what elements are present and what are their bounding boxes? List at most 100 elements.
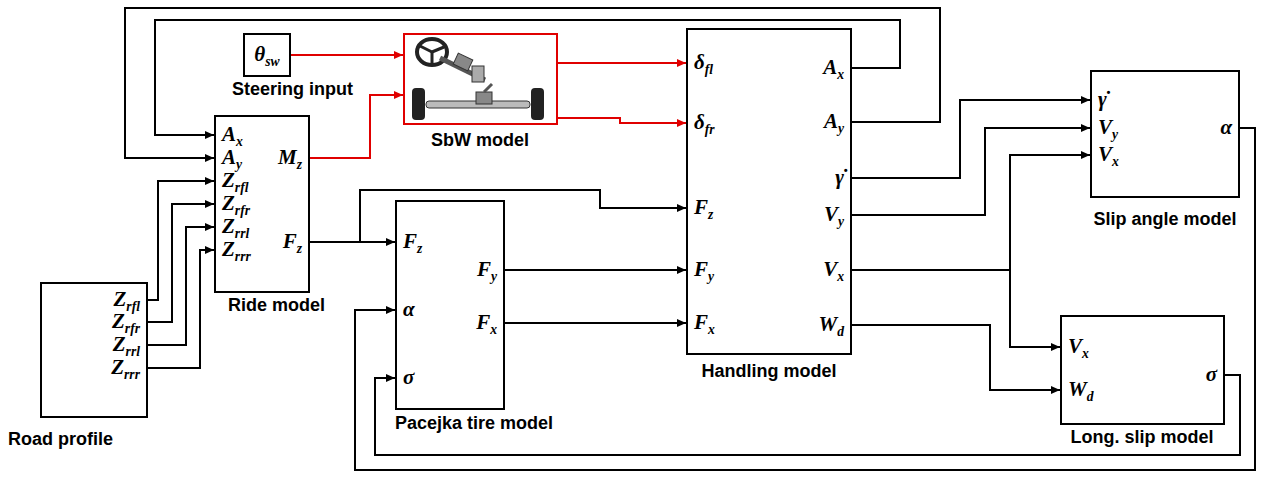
signal-name: δfr [694, 111, 715, 134]
signal-name: Fz [403, 230, 422, 253]
block-title: Steering input [232, 80, 353, 100]
symbol-subscript: d [837, 324, 844, 339]
symbol-base: A [222, 122, 236, 146]
symbol-base: σ [403, 365, 414, 389]
signal-name: Ay [222, 146, 242, 169]
symbol-base: Z [222, 168, 235, 192]
symbol-base: Z [222, 191, 235, 215]
model-block: γ̇VyVxαSlip angle model [1090, 70, 1240, 198]
signal-name: Wd [818, 313, 844, 336]
signal-connector [125, 8, 940, 158]
block-title: Handling model [702, 362, 837, 382]
signal-connector [148, 204, 214, 322]
signal-connector [852, 155, 1090, 270]
symbol-subscript: rrl [126, 344, 140, 359]
signal-connector [852, 270, 1060, 347]
symbol-base: γ̇ [835, 165, 844, 189]
symbol-subscript: x [1082, 346, 1089, 361]
symbol-subscript: x [837, 67, 844, 82]
signal-name: Zrfr [222, 192, 250, 215]
steering-column [440, 53, 485, 82]
model-block: VxWdσLong. slip model [1060, 315, 1225, 425]
symbol-subscript: y [491, 269, 497, 284]
model-block: θswSteering input [243, 33, 291, 77]
symbol-base: Z [222, 214, 235, 238]
signal-name: Vy [824, 203, 844, 226]
symbol-base: F [694, 310, 708, 334]
signal-name: Fx [694, 311, 715, 334]
symbol-subscript: z [297, 157, 302, 172]
symbol-subscript: z [417, 241, 422, 256]
symbol-base: σ [1206, 362, 1217, 386]
signal-name: Zrrr [111, 356, 140, 379]
symbol-base: F [694, 195, 708, 219]
symbol-base: F [403, 229, 417, 253]
signal-name: Zrrl [222, 215, 249, 238]
signal-name: Vx [1068, 335, 1089, 358]
signal-name: Vx [823, 258, 844, 281]
symbol-base: A [222, 145, 236, 169]
signal-name: Fy [477, 258, 497, 281]
symbol-subscript: rfr [125, 321, 140, 336]
signal-connector [852, 325, 1060, 390]
symbol-subscript: y [708, 269, 714, 284]
symbol-base: Z [222, 237, 235, 261]
signal-name: Mz [278, 146, 302, 169]
rack-and-wheels [412, 84, 544, 120]
signal-name: θsw [254, 43, 279, 66]
symbol-base: F [477, 257, 491, 281]
symbol-subscript: y [838, 214, 844, 229]
signal-name: Fz [283, 230, 302, 253]
signal-connector [310, 95, 403, 158]
signal-connector [852, 100, 1090, 178]
symbol-base: Z [114, 287, 127, 311]
symbol-subscript: x [1112, 154, 1119, 169]
symbol-base: F [476, 310, 490, 334]
symbol-subscript: x [490, 322, 497, 337]
signal-connector [148, 227, 214, 345]
symbol-base: A [823, 55, 837, 79]
symbol-base: M [278, 145, 297, 169]
symbol-subscript: rfr [235, 203, 250, 218]
symbol-subscript: x [236, 134, 243, 149]
symbol-base: γ̇ [1098, 87, 1107, 111]
symbol-base: Z [113, 332, 126, 356]
signal-name: γ̇ [835, 166, 844, 189]
block-title: Road profile [8, 430, 113, 450]
symbol-base: W [1068, 377, 1087, 401]
signal-name: γ̇ [1098, 88, 1107, 111]
signal-connector [148, 181, 214, 300]
symbol-subscript: x [708, 322, 715, 337]
signal-name: Wd [1068, 378, 1094, 401]
symbol-subscript: y [1112, 127, 1118, 142]
signal-name: Fy [694, 258, 714, 281]
signal-connector [310, 190, 686, 242]
symbol-base: W [818, 312, 837, 336]
symbol-subscript: rfl [126, 299, 140, 314]
signal-name: Ay [824, 110, 844, 133]
signal-name: α [1220, 116, 1232, 139]
symbol-subscript: z [708, 207, 713, 222]
signal-name: δfl [694, 51, 713, 74]
symbol-base: V [1068, 334, 1082, 358]
signal-connector [558, 118, 686, 123]
symbol-subscript: y [236, 157, 242, 172]
symbol-subscript: rrr [235, 249, 251, 264]
symbol-base: A [824, 109, 838, 133]
model-block: AxAyZrflZrfrZrrlZrrrMzFzRide model [214, 115, 310, 293]
symbol-base: Z [112, 309, 125, 333]
signal-connector [291, 54, 403, 56]
symbol-subscript: fr [705, 122, 715, 137]
symbol-subscript: rrl [235, 226, 249, 241]
symbol-base: δ [694, 110, 705, 134]
model-block: FzασFyFxPacejka tire model [395, 200, 505, 410]
symbol-subscript: y [838, 121, 844, 136]
symbol-base: V [823, 257, 837, 281]
symbol-base: V [1098, 115, 1112, 139]
signal-name: Zrfr [112, 310, 140, 333]
signal-name: σ [1206, 363, 1217, 386]
signal-connector [155, 20, 900, 135]
